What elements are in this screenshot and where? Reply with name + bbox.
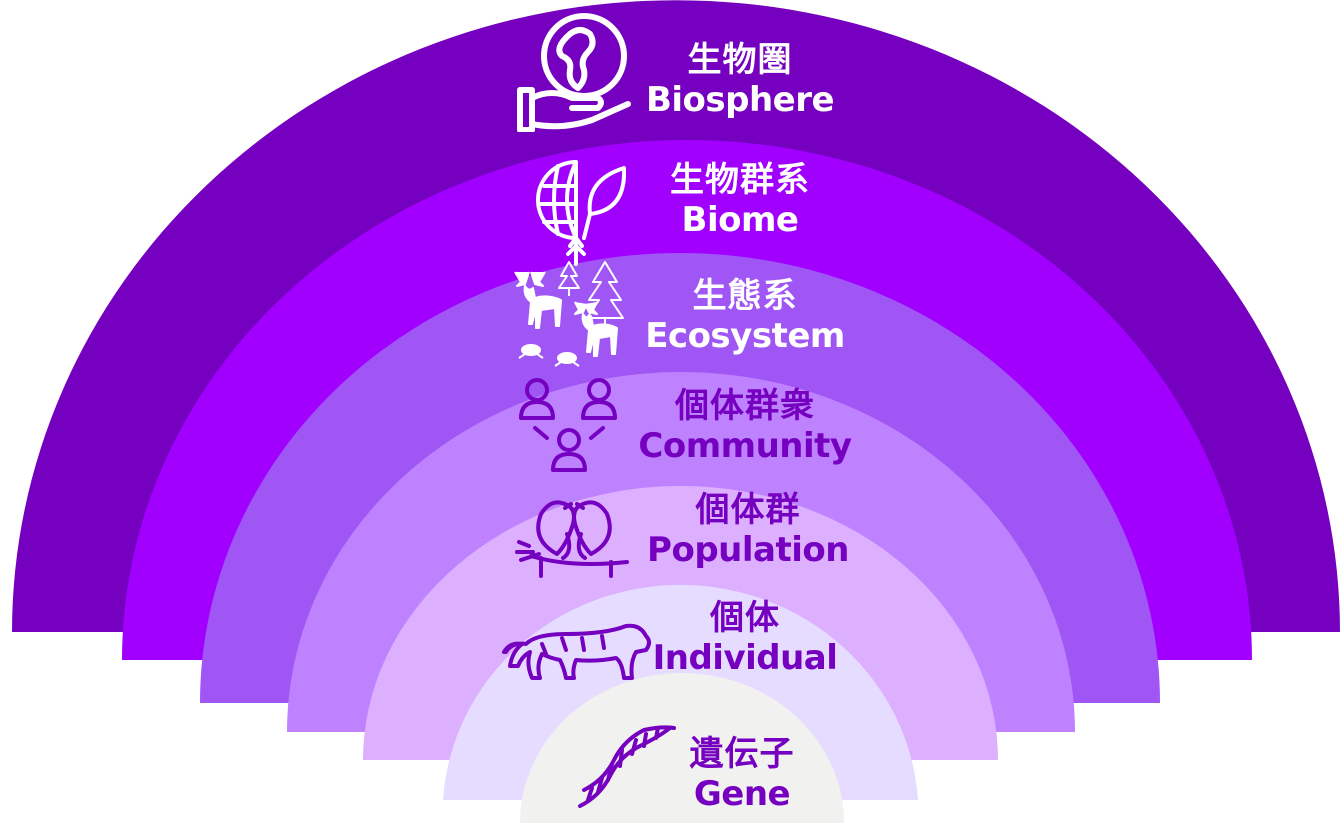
dna-icon: [578, 725, 676, 808]
label-jp: 個体群衆: [675, 386, 815, 426]
label-en: Biosphere: [645, 80, 835, 120]
label-jp: 個体群: [695, 490, 801, 530]
label-en: Community: [638, 426, 852, 466]
tiger-icon: [502, 623, 651, 680]
birds-on-branch-icon: [515, 500, 629, 578]
level-ecosystem: 生態系 Ecosystem: [620, 276, 870, 356]
people-network-icon: [519, 378, 617, 472]
label-en: Individual: [652, 638, 838, 678]
globe-leaf-icon: [536, 160, 626, 266]
level-gene: 遺伝子 Gene: [662, 734, 822, 814]
label-jp: 遺伝子: [689, 734, 795, 774]
label-en: Population: [647, 530, 849, 570]
label-en: Ecosystem: [645, 316, 845, 356]
hand-globe-icon: [517, 13, 631, 132]
label-en: Biome: [681, 200, 799, 240]
label-jp: 生物圏: [687, 40, 793, 80]
label-jp: 個体: [710, 598, 780, 638]
label-jp: 生物群系: [670, 160, 810, 200]
level-population: 個体群 Population: [628, 490, 868, 570]
label-en: Gene: [693, 774, 791, 814]
level-community: 個体群衆 Community: [620, 386, 870, 466]
level-biome: 生物群系 Biome: [640, 160, 840, 240]
level-individual: 個体 Individual: [630, 598, 860, 678]
level-biosphere: 生物圏 Biosphere: [620, 40, 860, 120]
label-jp: 生態系: [692, 276, 798, 316]
deer-trees-frogs-icon: [514, 261, 624, 367]
